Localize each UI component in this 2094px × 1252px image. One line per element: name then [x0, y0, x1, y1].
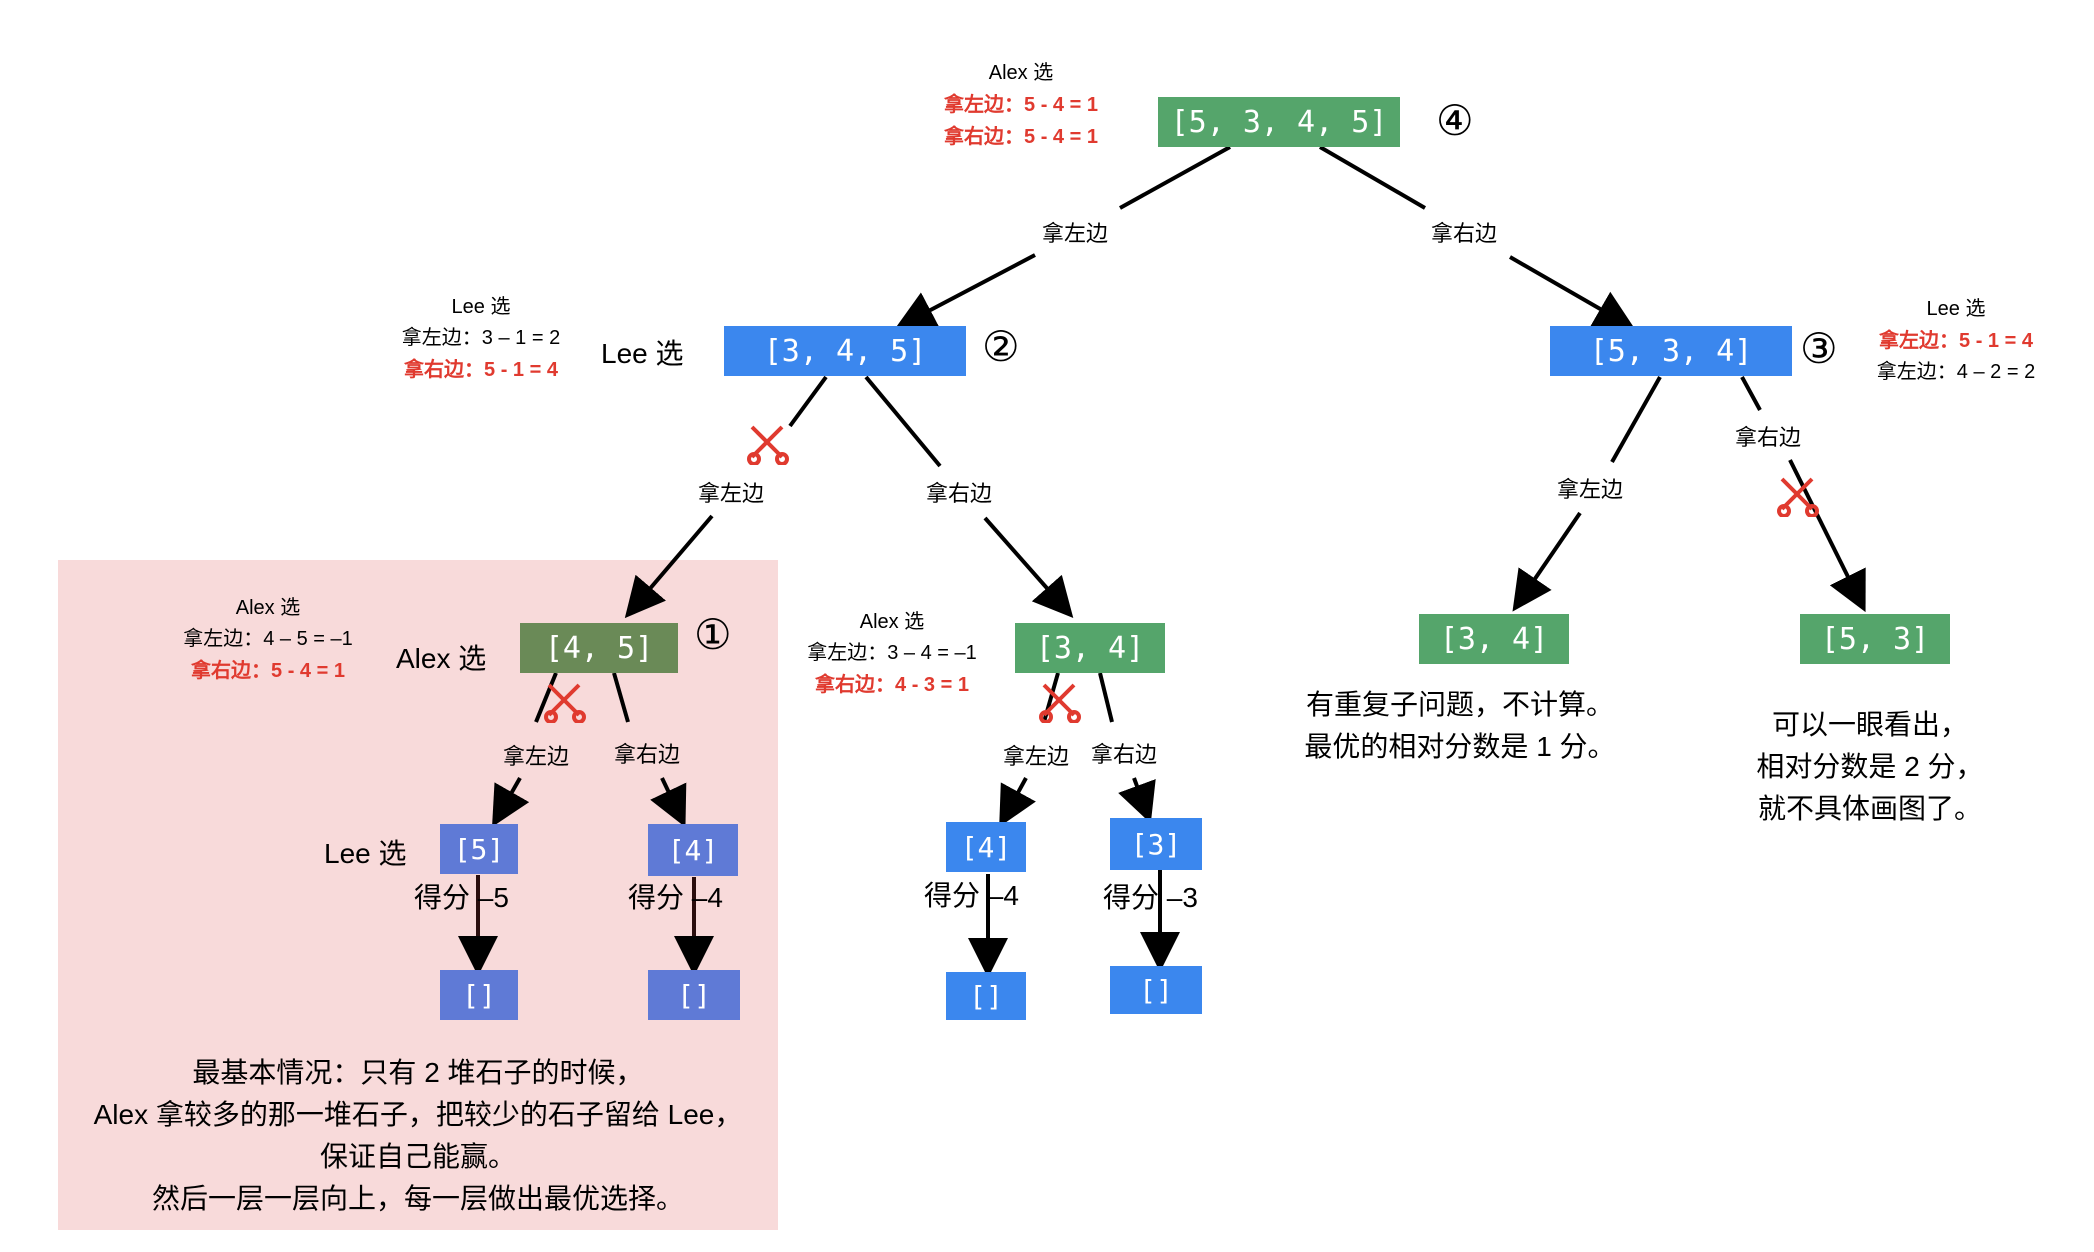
- ll-info-title: Alex 选: [235, 597, 301, 619]
- node-empty: []: [946, 972, 1026, 1020]
- scissors-icon: [544, 683, 586, 723]
- node-llr: [4]: [648, 824, 738, 876]
- left-side-label: Lee 选: [601, 338, 684, 369]
- scissors-icon: [1777, 477, 1819, 517]
- edge-label-take-right: 拿右边: [609, 737, 685, 769]
- root-info-title: Alex 选: [988, 62, 1054, 84]
- lr-info-line2: 拿右边：4 - 3 = 1: [815, 674, 969, 696]
- node-lll: [5]: [440, 824, 518, 874]
- root-info-line2: 拿右边：5 - 4 = 1: [944, 126, 1098, 148]
- leaf-side-label: Lee 选: [324, 838, 407, 869]
- edge-label-take-left: 拿左边: [1037, 216, 1113, 248]
- node-lrr: [3]: [1110, 818, 1202, 870]
- edge-left-lr: [864, 375, 942, 468]
- node-rr: [5, 3]: [1800, 614, 1950, 664]
- edge-left-ll: [788, 375, 828, 428]
- edge-label-take-left: 拿左边: [693, 476, 769, 508]
- edge-left-lr-arrow: [983, 516, 1074, 618]
- edge-label-take-left: 拿左边: [1552, 472, 1628, 504]
- edge-label-take-right: 拿右边: [1086, 737, 1162, 769]
- ll-side-label: Alex 选: [396, 643, 487, 674]
- note-line: 有重复子问题，不计算。: [1305, 689, 1614, 720]
- score-label: 得分 –4: [924, 880, 1019, 911]
- edge-label-take-left: 拿左边: [998, 739, 1074, 771]
- edge-ll-lll: [534, 672, 558, 723]
- edge-root-left: [1119, 145, 1231, 210]
- edge-ll-llr-arrow: [650, 777, 687, 828]
- node-empty: []: [440, 970, 518, 1020]
- marker-two: ②: [982, 322, 1020, 371]
- edge-lr-lrr: [1098, 672, 1114, 723]
- note-line: Alex 拿较多的那一堆石子，把较少的石子留给 Lee，: [93, 1099, 743, 1130]
- edge-label-take-right: 拿右边: [921, 476, 997, 508]
- edge-lr-lrr-arrow: [1118, 777, 1156, 824]
- edge-ll-lll-arrow: [492, 777, 530, 827]
- scissors-icon: [747, 425, 789, 465]
- edge-root-right-arrow: [1509, 255, 1635, 329]
- edge-ll-llr: [612, 672, 630, 723]
- note-line: 最基本情况：只有 2 堆石子的时候，: [192, 1057, 644, 1088]
- node-lrl: [4]: [946, 822, 1026, 872]
- node-ll: [4, 5]: [520, 623, 678, 673]
- node-right: [5, 3, 4]: [1550, 326, 1792, 376]
- marker-one: ①: [694, 610, 732, 659]
- edge-root-right: [1318, 145, 1427, 210]
- right-info-line2: 拿左边：4 – 2 = 2: [1876, 361, 2036, 383]
- edge-right-rr-arrow: [1788, 459, 1866, 613]
- right-info-title: Lee 选: [1926, 298, 1986, 320]
- node-rl: [3, 4]: [1419, 614, 1569, 664]
- note-line: 就不具体画图了。: [1757, 793, 1982, 824]
- score-label: 得分 –4: [628, 882, 723, 913]
- edge-root-left-arrow: [894, 253, 1036, 329]
- marker-four: ④: [1436, 96, 1474, 145]
- edge-label-take-right: 拿右边: [1730, 420, 1806, 452]
- node-root: [5, 3, 4, 5]: [1158, 97, 1400, 147]
- left-info-title: Lee 选: [451, 296, 511, 318]
- note-line: 然后一层一层向上，每一层做出最优选择。: [151, 1183, 684, 1214]
- lr-info-title: Alex 选: [859, 611, 925, 633]
- ll-info-line2: 拿右边：5 - 4 = 1: [191, 660, 345, 682]
- ll-info-line1: 拿左边：4 – 5 = –1: [183, 628, 353, 650]
- edge-right-rl: [1610, 376, 1662, 463]
- node-empty: []: [1110, 966, 1202, 1014]
- node-lr: [3, 4]: [1015, 623, 1165, 673]
- edge-label-take-left: 拿左边: [498, 739, 574, 771]
- repeat-subproblem-note: 有重复子问题，不计算。 最优的相对分数是 1 分。: [1280, 684, 1640, 768]
- marker-three: ③: [1800, 324, 1838, 373]
- lr-info-line1: 拿左边：3 – 4 = –1: [807, 642, 977, 664]
- left-info-line2: 拿右边：5 - 1 = 4: [404, 359, 558, 381]
- note-line: 可以一眼看出，: [1771, 709, 1968, 740]
- glance-note: 可以一眼看出， 相对分数是 2 分， 就不具体画图了。: [1720, 704, 2020, 830]
- node-left: [3, 4, 5]: [724, 326, 966, 376]
- score-label: 得分 –3: [1103, 882, 1198, 913]
- edge-right-rl-arrow: [1512, 511, 1582, 612]
- left-info-line1: 拿左边：3 – 1 = 2: [401, 327, 561, 349]
- edge-left-ll-arrow: [624, 514, 714, 619]
- edge-lr-lrl-arrow: [999, 777, 1036, 828]
- right-info-line1: 拿左边：5 - 1 = 4: [1879, 330, 2033, 352]
- node-empty: []: [648, 970, 740, 1020]
- edge-right-rr: [1740, 376, 1762, 411]
- scissors-icon: [1039, 683, 1081, 723]
- base-case-note: 最基本情况：只有 2 堆石子的时候， Alex 拿较多的那一堆石子，把较少的石子…: [58, 1052, 778, 1220]
- note-line: 保证自己能赢。: [319, 1141, 516, 1172]
- score-label: 得分 –5: [414, 882, 509, 913]
- root-info-line1: 拿左边：5 - 4 = 1: [944, 94, 1098, 116]
- note-line: 最优的相对分数是 1 分。: [1304, 731, 1616, 762]
- note-line: 相对分数是 2 分，: [1756, 751, 1984, 782]
- edge-label-take-right: 拿右边: [1426, 216, 1502, 248]
